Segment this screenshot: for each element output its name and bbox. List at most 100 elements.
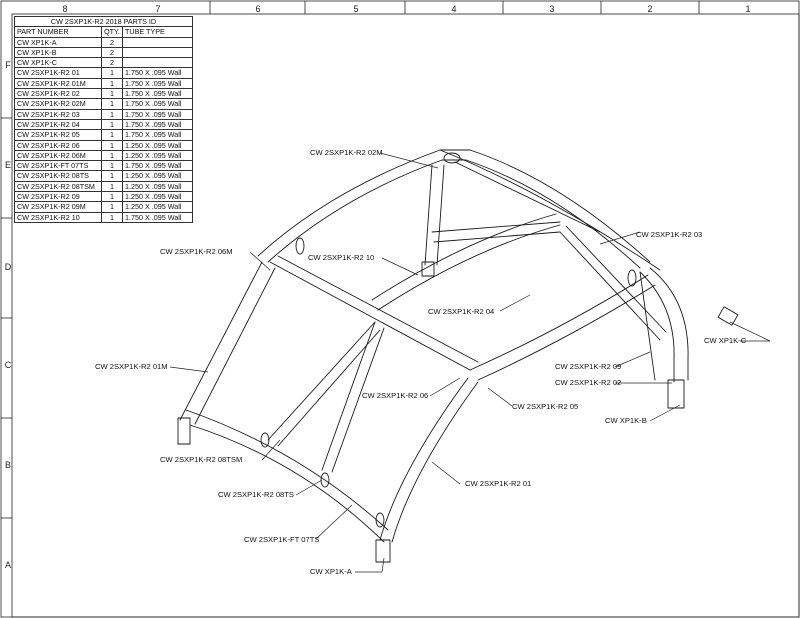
header-qty: QTY. (101, 26, 123, 38)
part-number-cell: CW 2SXP1K-FT 07TS (14, 160, 102, 172)
zone-row-e: E (4, 160, 11, 170)
zone-column-1: 1 (745, 4, 751, 14)
callout-01: CW 2SXP1K-R2 01 (465, 479, 532, 488)
zone-column-4: 4 (451, 4, 457, 14)
qty-cell: 1 (101, 191, 123, 203)
qty-cell: 2 (101, 57, 123, 69)
part-number-cell: CW 2SXP1K-R2 06 (14, 139, 102, 151)
tube-type-cell: 1.750 X .095 Wall (122, 108, 193, 120)
tube-type-cell: 1.750 X .095 Wall (122, 129, 193, 141)
qty-cell: 2 (101, 36, 123, 48)
tube-type-cell: 1.750 X .095 Wall (122, 77, 193, 90)
callout-05: CW 2SXP1K-R2 05 (512, 402, 579, 411)
part-number-cell: CW 2SXP1K-R2 08TS (14, 170, 102, 182)
tube-type-cell: 1.750 X .095 Wall (122, 211, 193, 223)
inner-border (11, 13, 800, 618)
part-number-cell: CW XP1K-C (14, 57, 102, 69)
callout-02m: CW 2SXP1K-R2 02M (310, 148, 383, 157)
tube-type-cell (122, 36, 193, 48)
zone-column-7: 7 (155, 4, 161, 14)
callout-xp1k-c: CW XP1K-C (704, 336, 747, 345)
qty-cell: 2 (101, 46, 123, 59)
zone-row-d: D (4, 262, 12, 272)
callout-08tsm: CW 2SXP1K-R2 08TSM (160, 455, 243, 464)
callout-xp1k-a: CW XP1K-A (310, 567, 352, 576)
zone-column-6: 6 (255, 4, 261, 14)
callout-02: CW 2SXP1K-R2 02 (555, 378, 622, 387)
zone-column-2: 2 (647, 4, 653, 14)
qty-cell: 1 (101, 149, 123, 162)
zone-row-b: B (4, 460, 11, 470)
tube-type-cell: 1.750 X .095 Wall (122, 160, 193, 172)
qty-cell: 1 (101, 77, 123, 90)
tube-type-cell (122, 46, 193, 59)
header-part-number: PART NUMBER (14, 26, 102, 38)
qty-cell: 1 (101, 180, 123, 193)
tube-type-cell: 1.750 X .095 Wall (122, 98, 193, 110)
callout-xp1k-b: CW XP1K-B (605, 416, 647, 425)
qty-cell: 1 (101, 118, 123, 131)
leader-lines (169, 152, 771, 573)
tube-type-cell: 1.250 X .095 Wall (122, 170, 193, 182)
part-number-cell: CW 2SXP1K-R2 03 (14, 108, 102, 120)
tube-type-cell: 1.250 X .095 Wall (122, 191, 193, 203)
callout-08ts: CW 2SXP1K-R2 08TS (218, 490, 294, 499)
part-number-cell: CW XP1K-A (14, 36, 102, 48)
tube-type-cell: 1.750 X .095 Wall (122, 118, 193, 131)
qty-cell: 1 (101, 67, 123, 79)
qty-cell: 1 (101, 139, 123, 151)
callout-10: CW 2SXP1K-R2 10 (308, 253, 375, 262)
zone-row-c: C (4, 360, 12, 370)
part-number-cell: CW 2SXP1K-R2 09M (14, 201, 102, 213)
qty-cell: 1 (101, 108, 123, 120)
roll-cage-drawing (177, 149, 739, 563)
callout-09: CW 2SXP1K-R2 09 (555, 362, 622, 371)
zone-column-8: 8 (62, 4, 68, 14)
tube-type-cell: 1.750 X .095 Wall (122, 67, 193, 79)
zone-column-3: 3 (549, 4, 555, 14)
part-number-cell: CW 2SXP1K-R2 02M (14, 98, 102, 110)
qty-cell: 1 (101, 201, 123, 213)
part-number-cell: CW 2SXP1K-R2 05 (14, 129, 102, 141)
callout-01m: CW 2SXP1K-R2 01M (95, 362, 168, 371)
tube-type-cell: 1.750 X .095 Wall (122, 88, 193, 100)
zone-row-a: A (4, 560, 11, 570)
part-number-cell: CW 2SXP1K-R2 04 (14, 118, 102, 131)
tube-type-cell: 1.250 X .095 Wall (122, 139, 193, 151)
parts-table-title-row: CW 2SXP1K-R2 2018 PARTS ID (14, 15, 193, 28)
tube-type-cell (122, 57, 193, 69)
part-number-cell: CW 2SXP1K-R2 10 (14, 211, 102, 223)
callout-04: CW 2SXP1K-R2 04 (428, 307, 495, 316)
header-tube-type: TUBE TYPE (122, 26, 193, 38)
parts-table: CW 2SXP1K-R2 2018 PARTS ID PART NUMBER Q… (14, 15, 193, 223)
zone-column-5: 5 (353, 4, 359, 14)
qty-cell: 1 (101, 170, 123, 182)
qty-cell: 1 (101, 160, 123, 172)
qty-cell: 1 (101, 98, 123, 110)
qty-cell: 1 (101, 211, 123, 223)
part-number-cell: CW 2SXP1K-R2 09 (14, 191, 102, 203)
part-number-cell: CW 2SXP1K-R2 08TSM (14, 180, 102, 193)
callout-07ts: CW 2SXP1K-FT 07TS (244, 535, 320, 544)
part-number-cell: CW 2SXP1K-R2 01M (14, 77, 102, 90)
part-number-cell: CW 2SXP1K-R2 01 (14, 67, 102, 79)
